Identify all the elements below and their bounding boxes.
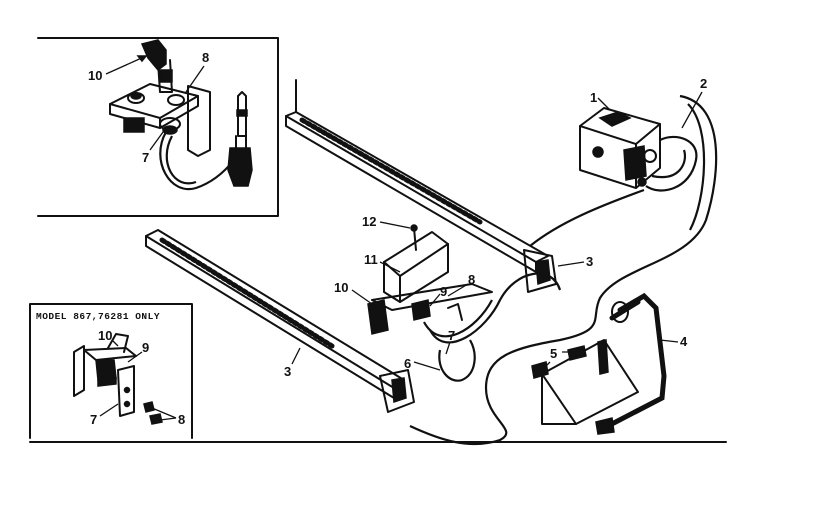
callout-7-inset-top: 7 (142, 150, 149, 165)
burner-right-ports (299, 117, 483, 225)
pilot-bracket-main (371, 283, 493, 311)
callout-11: 11 (364, 252, 378, 267)
leg-assembly-part-4 (541, 292, 667, 435)
burner-right-bracket (523, 249, 557, 293)
callout-10-inset-top: 10 (88, 68, 102, 83)
callout-7-inset-bottom: 7 (90, 412, 97, 427)
burner-right (285, 79, 557, 293)
callout-4: 4 (680, 334, 688, 349)
inset-bottom-title: MODEL 867,76281 ONLY (36, 311, 160, 322)
callout-3-left-burner: 3 (284, 364, 291, 379)
gas-tube (529, 135, 698, 247)
callout-10-main: 10 (334, 280, 348, 295)
callout-9-main: 9 (440, 284, 447, 299)
callout-1: 1 (590, 90, 597, 105)
callout-5: 5 (550, 346, 557, 361)
callout-10-inset-bottom: 10 (98, 328, 112, 343)
callout-9-inset-bottom: 9 (142, 340, 149, 355)
combustion-path-outline (409, 94, 718, 446)
burner-left-bracket (379, 369, 415, 413)
thermocouple-tip (236, 91, 248, 137)
thermocouple-nut (227, 135, 253, 187)
callout-7-main: 7 (448, 328, 455, 343)
callout-8-inset-top: 8 (202, 50, 209, 65)
callout-8-inset-bottom: 8 (178, 412, 185, 427)
fittings-part-5 (531, 345, 587, 379)
thermocouple-tube (159, 131, 235, 191)
inset-bottom-model-assembly: MODEL 867,76281 ONLY 10 9 7 8 (29, 303, 193, 439)
callout-6: 6 (404, 356, 411, 371)
callout-3-right-burner: 3 (586, 254, 593, 269)
pilot-bracket (109, 83, 211, 157)
inset-top-border (37, 37, 279, 217)
gas-valve (579, 107, 661, 189)
manifold-assembly (367, 224, 562, 382)
inset-bottom-border (29, 303, 193, 439)
pilot-hood (140, 39, 173, 93)
thermocouple-part-6 (438, 339, 476, 382)
burner-left-ports (159, 237, 335, 349)
inset-top-pilot-assembly: 10 8 7 (37, 37, 279, 217)
callout-8-main: 8 (468, 272, 475, 287)
callout-12: 12 (362, 214, 376, 229)
burner-left (145, 229, 415, 413)
callout-2: 2 (700, 76, 707, 91)
